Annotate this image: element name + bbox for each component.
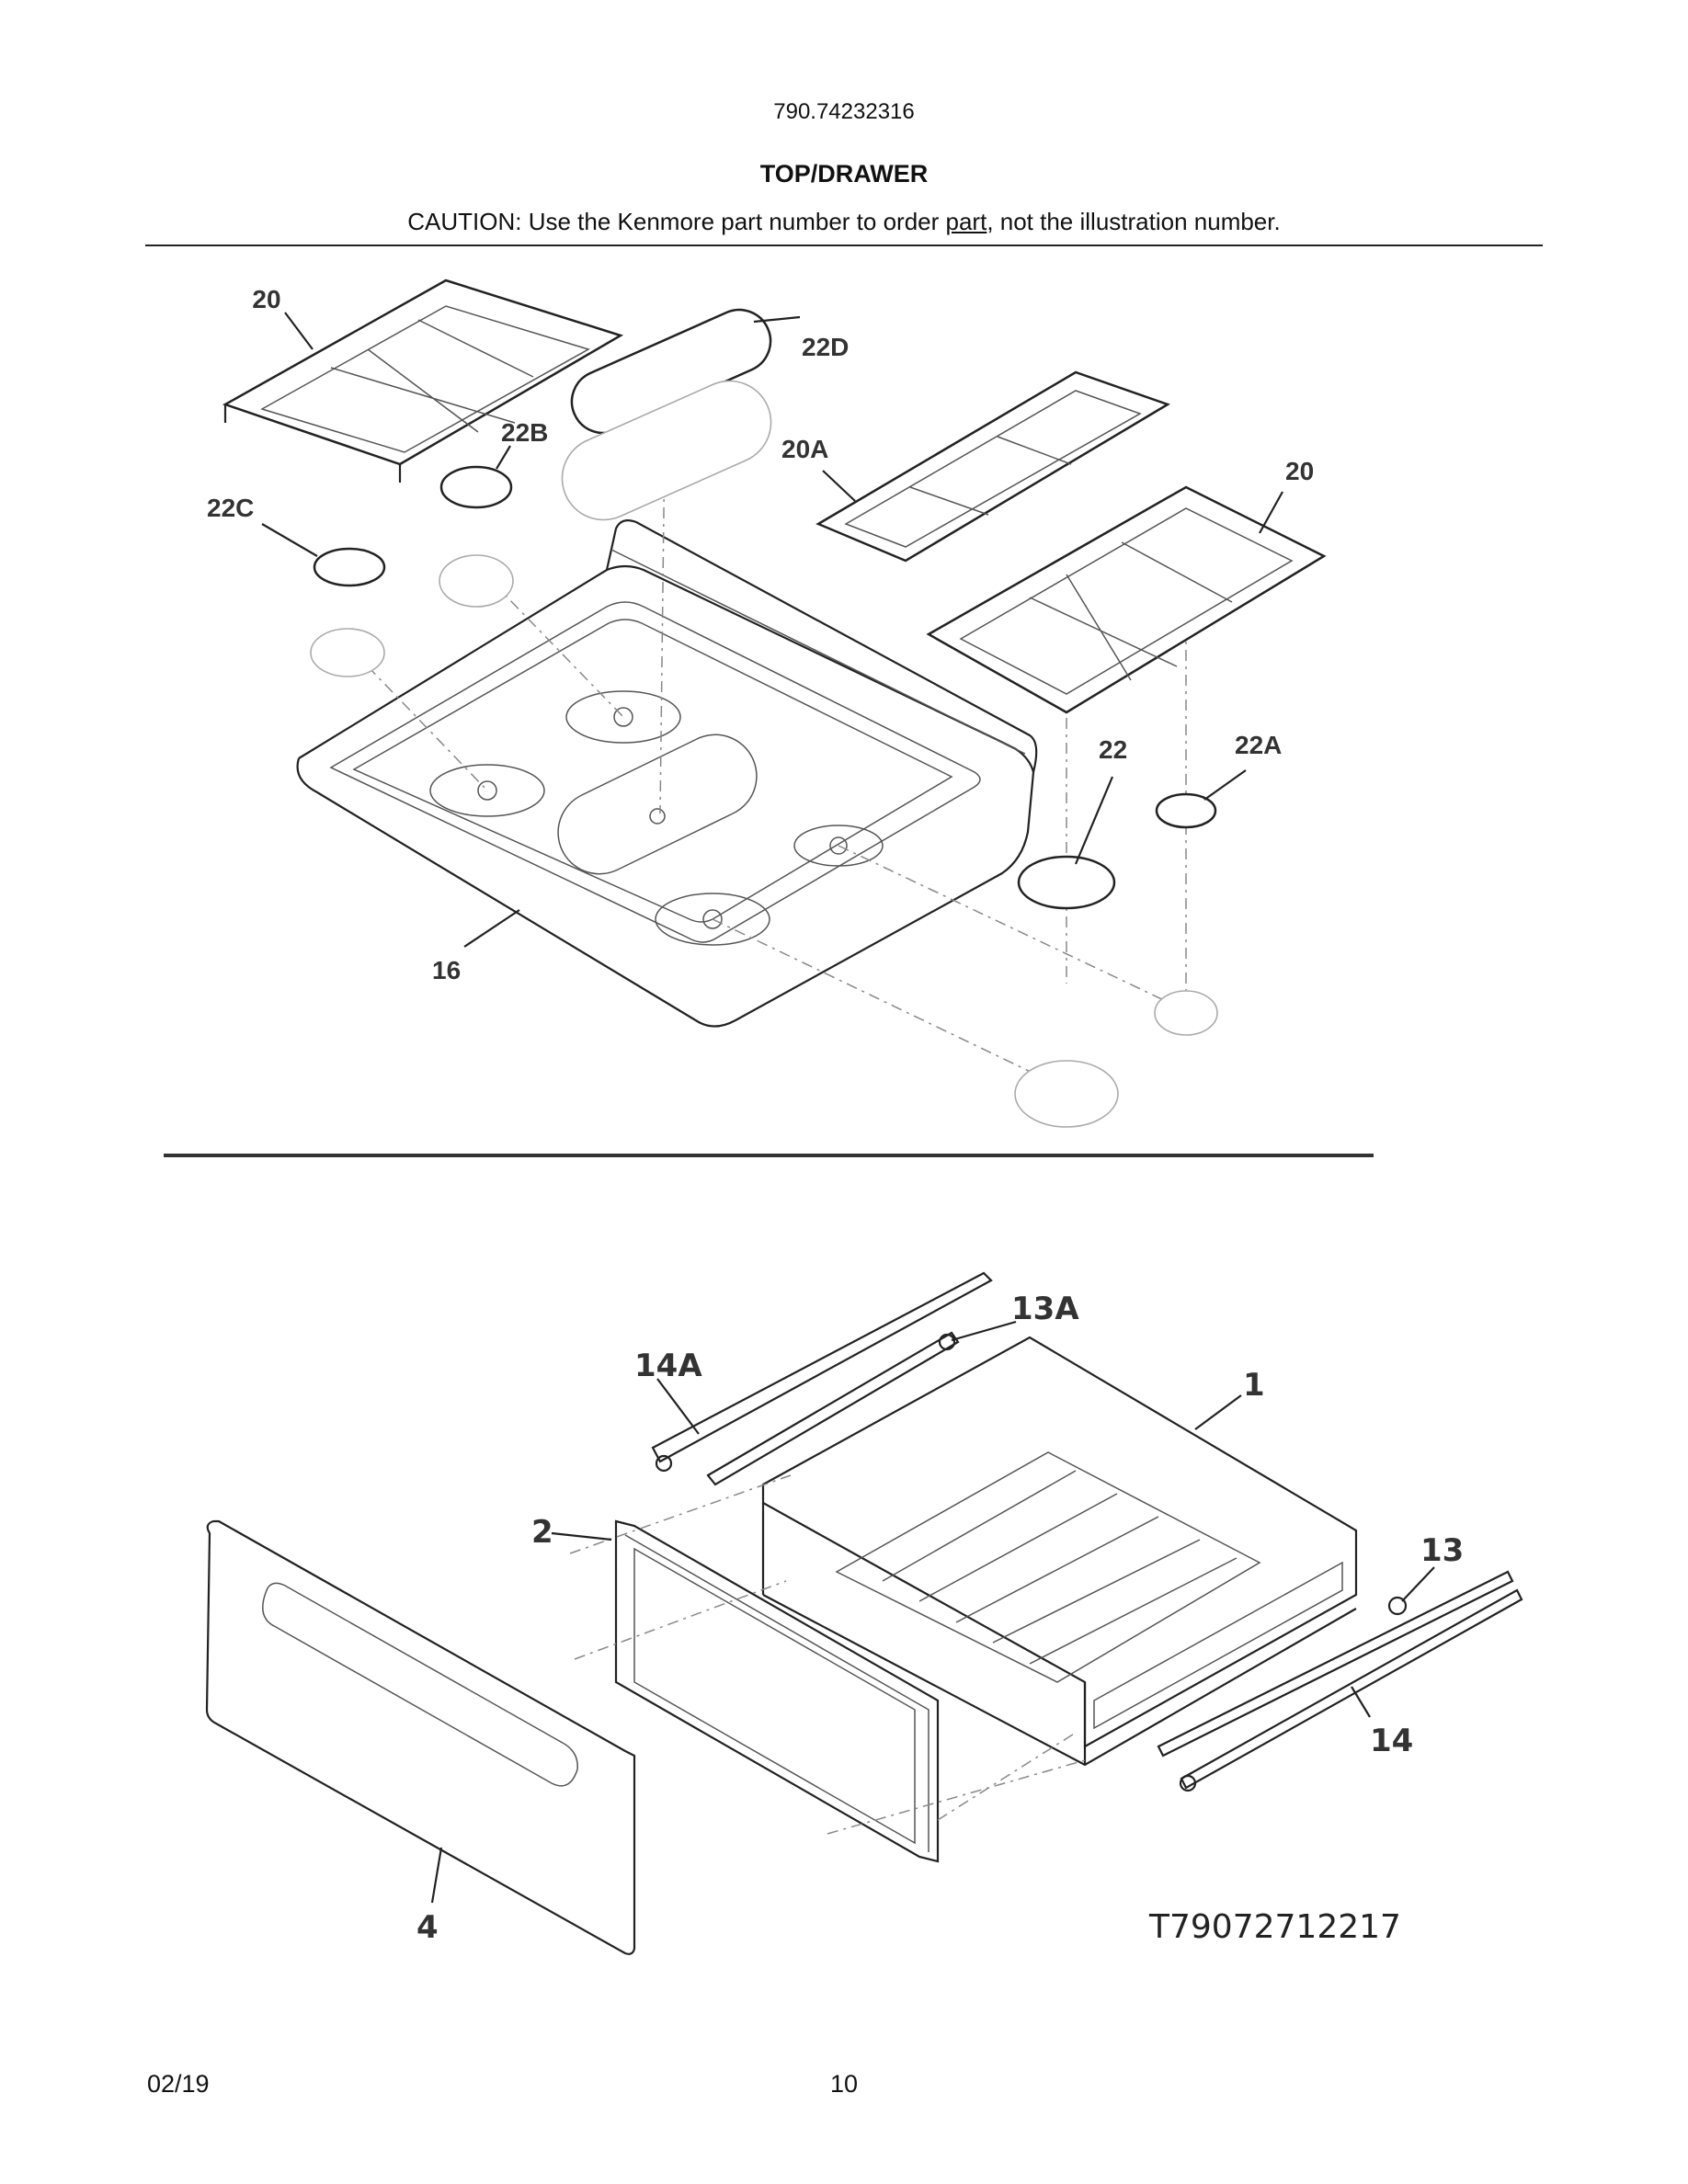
grate-right xyxy=(926,485,1327,714)
top-leaders xyxy=(261,312,1283,948)
cooktop-drawing xyxy=(296,519,1038,1028)
callout-22b: 22B xyxy=(501,418,548,447)
callout-13a: 13A xyxy=(1011,1291,1079,1327)
callout-1: 1 xyxy=(1243,1367,1265,1404)
callout-22a: 22A xyxy=(1235,731,1282,759)
grate-center xyxy=(815,370,1170,563)
model-number: 790.74232316 xyxy=(773,99,915,124)
section-divider xyxy=(164,1154,1374,1157)
drawer-front-panel xyxy=(205,1519,636,1955)
callout-20-right: 20 xyxy=(1285,457,1314,485)
callout-14: 14 xyxy=(1370,1723,1413,1759)
caution-text-end: , not the illustration number. xyxy=(987,208,1281,235)
callout-20a: 20A xyxy=(781,435,828,463)
drawer-body xyxy=(761,1336,1358,1767)
callout-22c: 22C xyxy=(207,494,254,522)
page-number: 10 xyxy=(829,2070,859,2098)
callout-13: 13 xyxy=(1420,1532,1464,1569)
burner-parts xyxy=(310,308,1218,1128)
callout-14a: 14A xyxy=(634,1348,702,1384)
caution-link-part: part xyxy=(945,208,987,235)
grate-left xyxy=(222,279,624,483)
drawer-leaders xyxy=(430,1320,1435,1904)
footer-date: 02/19 xyxy=(147,2070,210,2098)
caution-note: CAUTION: Use the Kenmore part number to … xyxy=(0,208,1688,236)
caution-text-start: CAUTION: Use the Kenmore part number to … xyxy=(407,208,946,235)
callout-22d: 22D xyxy=(802,333,849,361)
callout-2: 2 xyxy=(531,1514,553,1551)
callout-16: 16 xyxy=(432,956,461,984)
callout-20-left: 20 xyxy=(252,285,280,313)
slide-rails xyxy=(651,1271,1523,1792)
callout-22: 22 xyxy=(1099,735,1127,764)
header-divider xyxy=(145,245,1543,246)
callout-4: 4 xyxy=(416,1909,439,1946)
section-title: TOP/DRAWER xyxy=(759,160,929,188)
drawer-alignment-lines xyxy=(569,1474,1086,1835)
drawing-code: T79072712217 xyxy=(1148,1908,1401,1946)
